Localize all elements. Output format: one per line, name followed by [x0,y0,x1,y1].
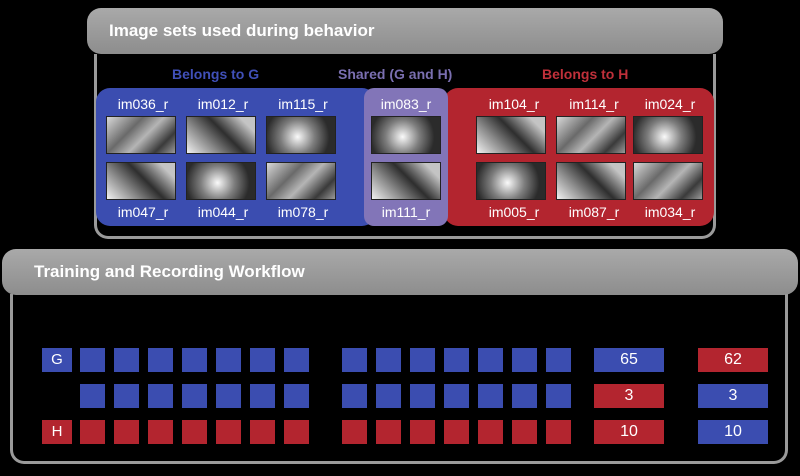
workflow-count-left: 3 [594,384,664,408]
image-label-h-6: im034_r [644,204,696,220]
workflow-cell [478,384,503,408]
workflow-cell [216,420,241,444]
workflow-title: Training and Recording Workflow [34,262,305,281]
workflow-cell [444,420,469,444]
image-label-g-1: im036_r [117,96,169,112]
image-thumbnail [476,116,546,154]
image-thumbnail [186,162,256,200]
workflow-cell [478,420,503,444]
workflow-count-left: 65 [594,348,664,372]
workflow-cell [342,348,367,372]
shared-group-label: Shared (G and H) [338,66,453,82]
image-label-g-3: im115_r [278,96,328,112]
workflow-row-label: G [42,348,72,372]
image-sets-frame [94,54,716,239]
workflow-cell [80,348,105,372]
image-sets-title: Image sets used during behavior [109,21,375,40]
workflow-cell [148,348,173,372]
workflow-cell [410,420,435,444]
workflow-cell [444,384,469,408]
workflow-cell [148,384,173,408]
workflow-cell [512,384,537,408]
workflow-count-right: 3 [698,384,768,408]
image-thumbnail [266,116,336,154]
workflow-header: Training and Recording Workflow [2,249,798,295]
workflow-count-left: 10 [594,420,664,444]
image-thumbnail [633,116,703,154]
image-thumbnail [106,116,176,154]
workflow-cell [512,420,537,444]
image-label-h-2: im114_r [569,96,619,112]
workflow-cell [80,420,105,444]
image-label-g-6: im078_r [277,204,329,220]
workflow-cell [410,384,435,408]
image-label-h-1: im104_r [488,96,540,112]
group-h-box [444,88,714,226]
shared-group-box [364,88,448,226]
workflow-cell [546,420,571,444]
workflow-cell [512,348,537,372]
workflow-cell [182,348,207,372]
workflow-cell [80,384,105,408]
workflow-cell [410,348,435,372]
image-label-shared-2: im111_r [381,204,431,220]
group-g-label: Belongs to G [172,66,260,82]
workflow-cell [342,420,367,444]
image-label-h-3: im024_r [644,96,696,112]
workflow-cell [114,348,139,372]
workflow-cell [216,384,241,408]
image-label-g-4: im047_r [117,204,169,220]
workflow-cell [148,420,173,444]
workflow-cell [546,384,571,408]
image-thumbnail [476,162,546,200]
workflow-cell [182,384,207,408]
workflow-cell [114,420,139,444]
image-thumbnail [556,116,626,154]
workflow-cell [216,348,241,372]
image-label-h-5: im087_r [568,204,620,220]
workflow-cell [250,384,275,408]
image-label-g-2: im012_r [197,96,249,112]
workflow-cell [546,348,571,372]
image-label-g-5: im044_r [197,204,249,220]
workflow-row-label: H [42,420,72,444]
workflow-cell [114,384,139,408]
image-sets-header: Image sets used during behavior [87,8,723,54]
image-thumbnail [556,162,626,200]
image-thumbnail [371,162,441,200]
workflow-cell [284,348,309,372]
workflow-cell [376,384,401,408]
workflow-cell [444,348,469,372]
workflow-count-right: 10 [698,420,768,444]
image-label-h-4: im005_r [488,204,540,220]
workflow-cell [250,348,275,372]
workflow-cell [182,420,207,444]
workflow-cell [342,384,367,408]
workflow-cell [284,420,309,444]
group-h-label: Belongs to H [542,66,629,82]
workflow-cell [478,348,503,372]
image-thumbnail [633,162,703,200]
image-thumbnail [371,116,441,154]
workflow-count-right: 62 [698,348,768,372]
workflow-cell [284,384,309,408]
workflow-cell [376,348,401,372]
workflow-cell [376,420,401,444]
group-g-box [96,88,376,226]
workflow-cell [250,420,275,444]
image-thumbnail [106,162,176,200]
image-thumbnail [186,116,256,154]
workflow-frame [10,294,788,464]
image-thumbnail [266,162,336,200]
image-label-shared-1: im083_r [380,96,432,112]
